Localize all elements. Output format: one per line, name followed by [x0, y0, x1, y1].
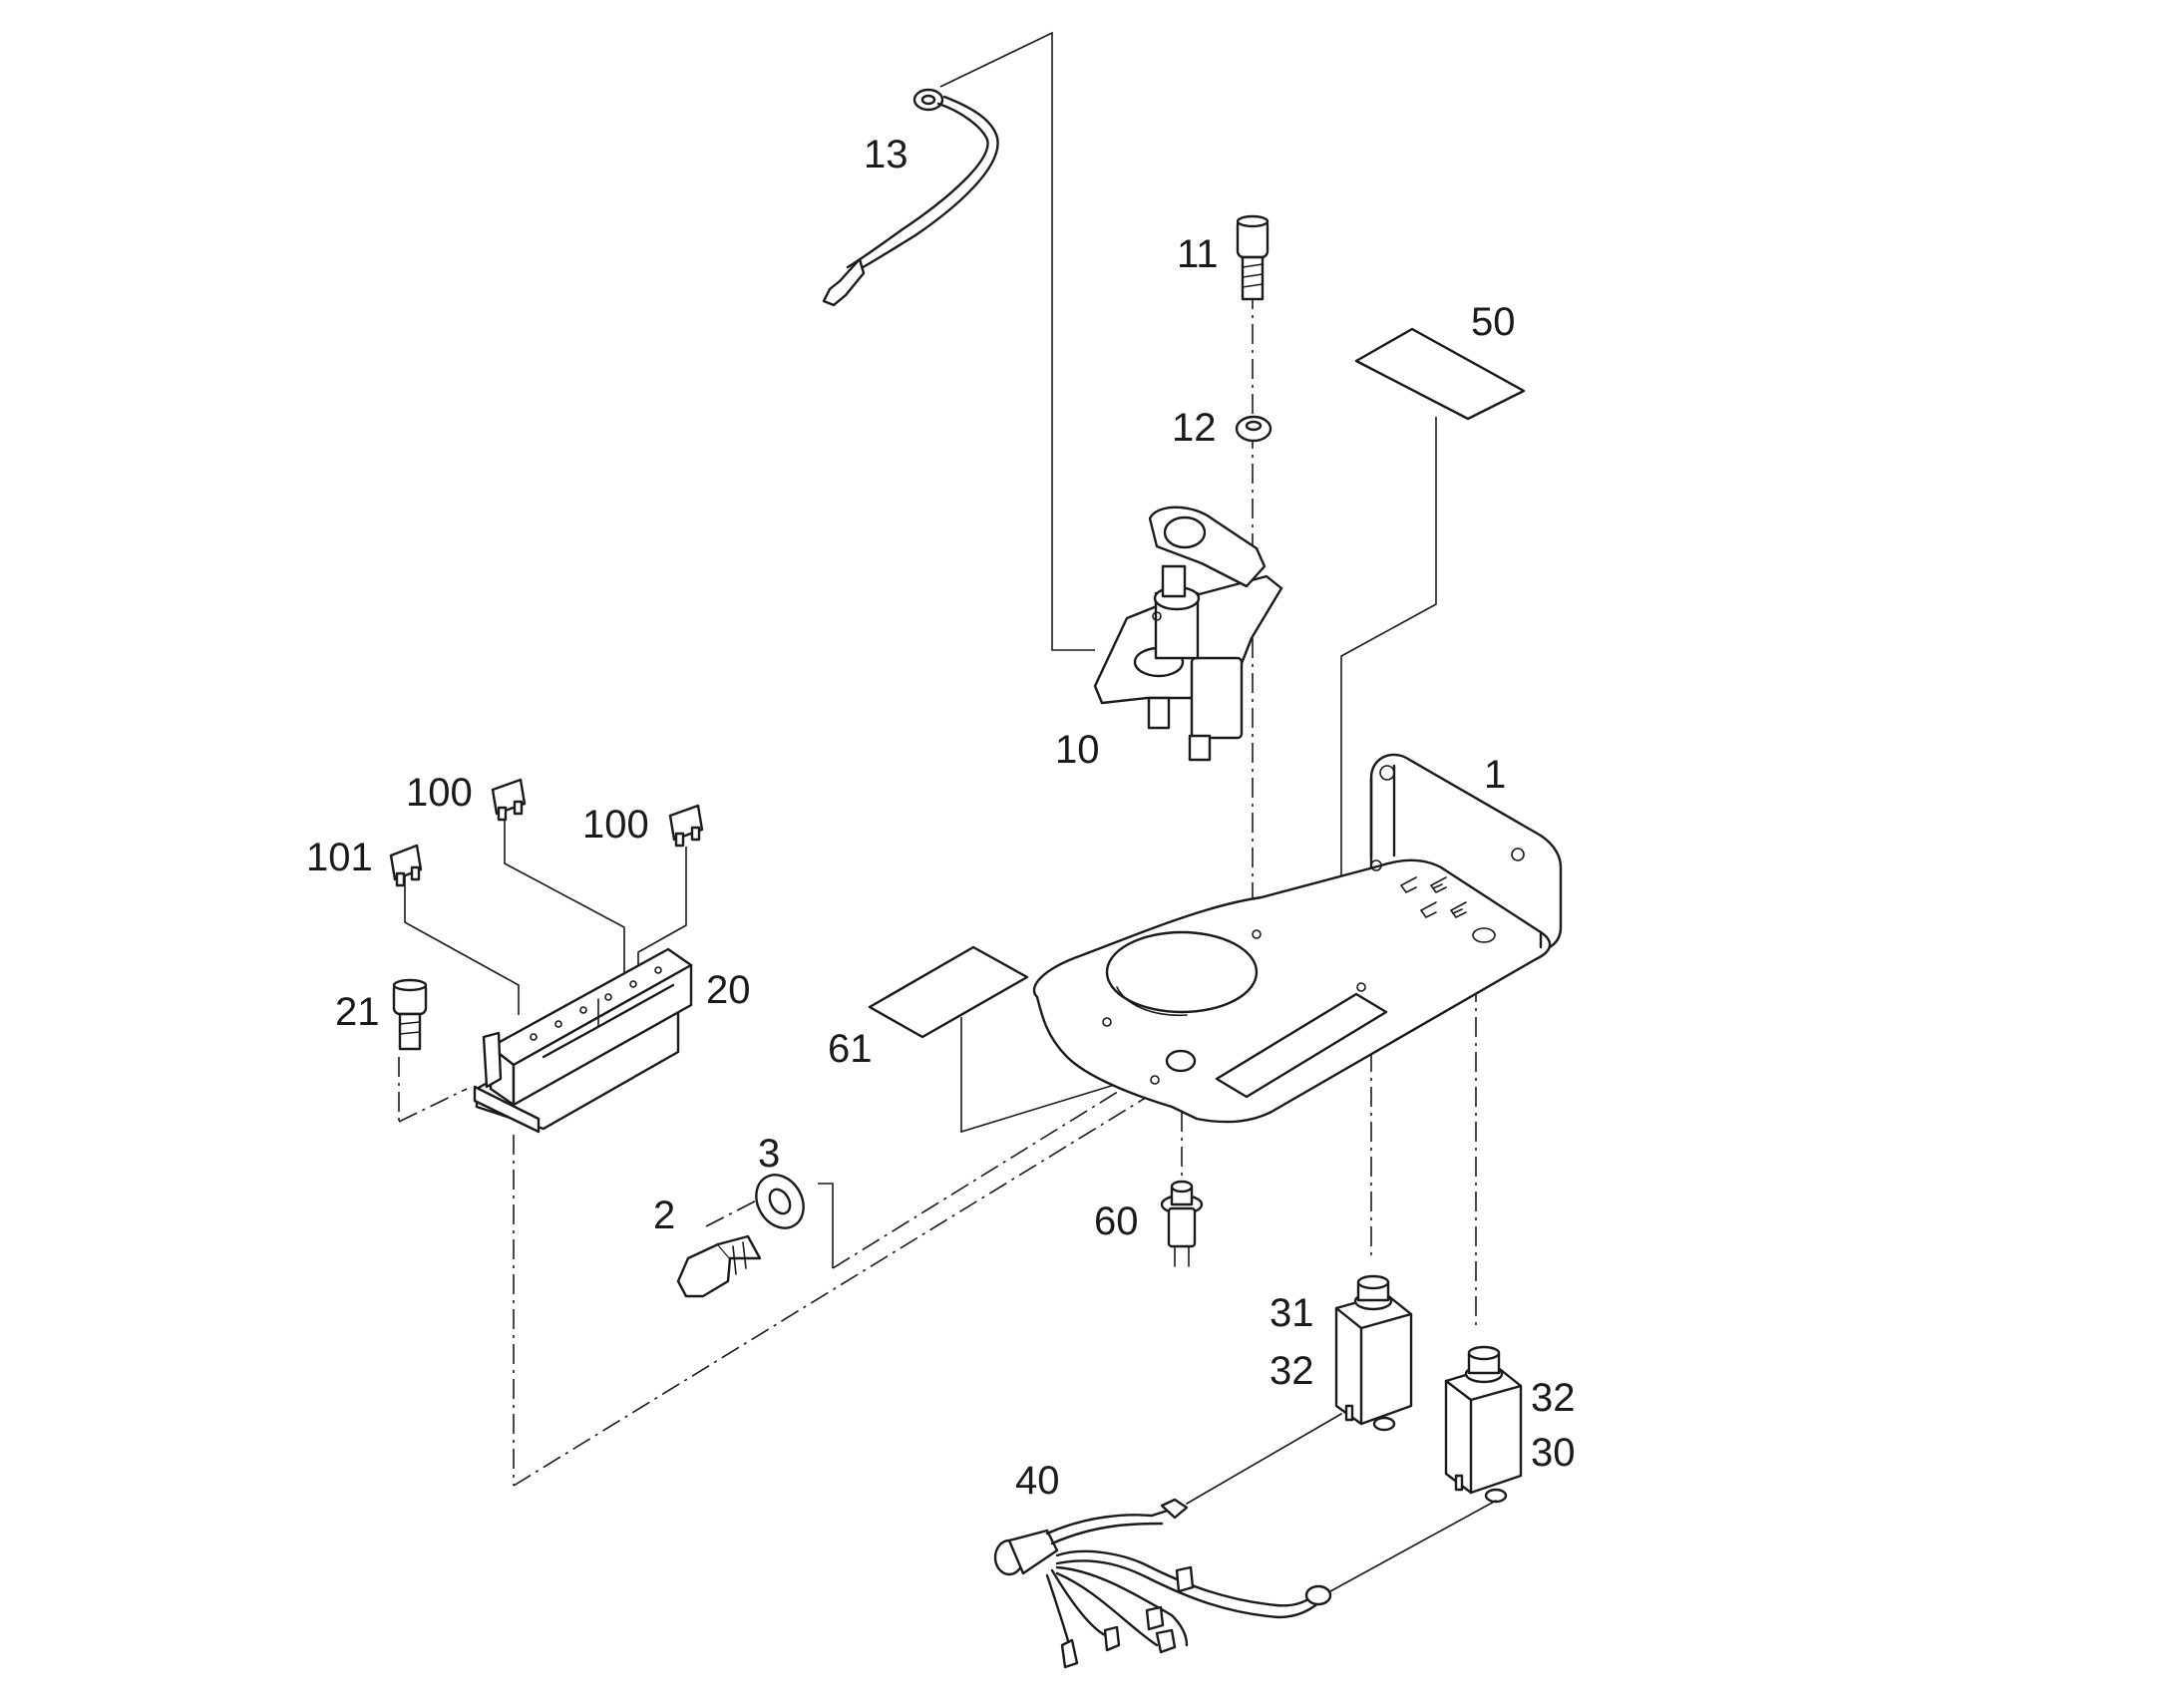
callout-32-left: 32	[1270, 1349, 1314, 1393]
part-60-indicator-lamp	[1160, 1180, 1204, 1267]
part-21-screw	[392, 978, 428, 1051]
part-61-decal	[868, 945, 1029, 1039]
callout-20: 20	[706, 968, 751, 1012]
part-12-washer	[1235, 415, 1272, 443]
callout-labels: 1 2 3 10 11 12 13 20 21 30 31 32 32 40 5…	[306, 133, 1576, 1503]
callout-2: 2	[653, 1194, 675, 1237]
part-1-mounting-plate	[1032, 753, 1563, 1124]
part-100-fuse-a	[491, 778, 527, 822]
callout-10: 10	[1055, 728, 1100, 772]
callout-1: 1	[1484, 753, 1506, 797]
callout-21: 21	[335, 990, 380, 1034]
callout-60: 60	[1094, 1199, 1139, 1243]
callout-40: 40	[1015, 1459, 1060, 1503]
part-101-fuse	[389, 844, 423, 887]
part-40-wiring-harness	[993, 1413, 1497, 1669]
part-10-key-switch	[1093, 506, 1283, 762]
part-13-cable	[822, 88, 999, 307]
callout-61: 61	[828, 1027, 873, 1071]
callout-3: 3	[758, 1132, 780, 1176]
callout-101: 101	[306, 836, 373, 879]
callout-100-left: 100	[406, 771, 473, 815]
callout-11: 11	[1177, 232, 1219, 276]
callout-30: 30	[1531, 1431, 1576, 1475]
part-20-fuse-holder	[473, 947, 693, 1134]
part-50-decal	[1354, 327, 1526, 421]
part-30-circuit-breaker	[1444, 1345, 1523, 1504]
callout-50: 50	[1471, 300, 1516, 344]
callout-13: 13	[864, 133, 908, 176]
callout-31: 31	[1270, 1291, 1314, 1335]
callout-12: 12	[1172, 406, 1217, 450]
callout-100-right: 100	[582, 803, 649, 847]
part-3-washer	[755, 1174, 805, 1229]
part-31-circuit-breaker	[1334, 1274, 1413, 1432]
part-11-screw	[1236, 214, 1270, 301]
leader-lines	[404, 31, 1437, 1268]
callout-32-right: 32	[1531, 1376, 1576, 1420]
part-2-bolt	[676, 1234, 762, 1298]
part-100-fuse-b	[668, 804, 704, 848]
